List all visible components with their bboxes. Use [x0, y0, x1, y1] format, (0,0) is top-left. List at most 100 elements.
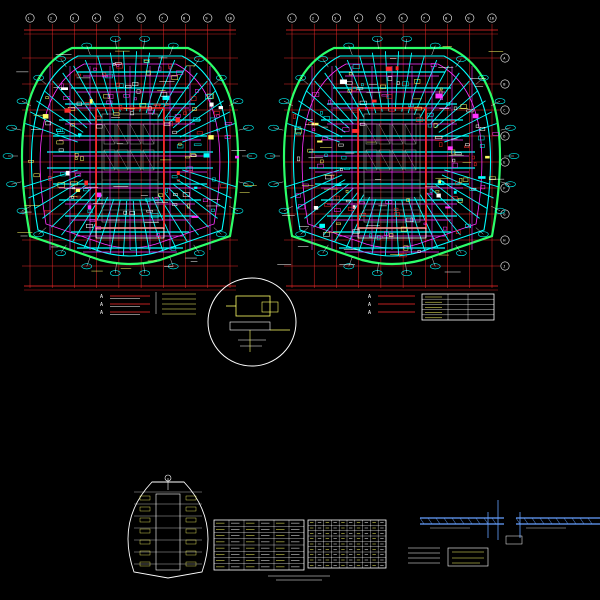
diffuser	[345, 190, 349, 193]
branch-duct	[145, 198, 164, 252]
diffuser	[307, 148, 314, 153]
shaft-cross	[391, 149, 404, 171]
shaft-cross	[378, 149, 391, 171]
section-hatch	[547, 517, 553, 525]
schedule-table-small	[421, 293, 495, 321]
elevator-shaft	[129, 123, 142, 145]
core-lobby	[95, 227, 165, 239]
grid-bubble-label: F	[503, 186, 505, 190]
diffuser	[465, 223, 471, 229]
diffuser	[130, 247, 137, 251]
diffuser	[75, 188, 81, 192]
diffuser	[395, 66, 399, 71]
branch-duct	[384, 51, 390, 112]
leader-line	[21, 206, 31, 212]
elevator-shaft	[378, 149, 391, 171]
diffuser	[84, 180, 89, 186]
branch-duct	[290, 174, 343, 199]
grid-bubble-label: 10	[228, 17, 232, 21]
diffuser	[406, 198, 410, 202]
grid-bubble	[114, 13, 124, 23]
leader-line	[283, 206, 293, 212]
diffuser	[74, 157, 78, 160]
elevator-shaft	[116, 149, 129, 171]
grid-bubble-label: 8	[445, 17, 447, 21]
diffuser	[480, 185, 486, 190]
grid-bubble	[500, 131, 510, 141]
equipment-tag	[505, 124, 516, 131]
diffuser	[84, 102, 91, 106]
diffuser	[58, 148, 64, 152]
key-plan-tag	[139, 495, 151, 501]
diffuser	[95, 124, 103, 129]
diffuser	[324, 203, 331, 207]
branch-duct	[371, 52, 383, 112]
diffuser	[213, 111, 220, 116]
grid-bubble-label: 10	[490, 17, 494, 21]
equipment-tag	[33, 231, 44, 238]
shaft-cross	[378, 123, 391, 145]
schedule-table-1	[213, 519, 330, 581]
branch-duct	[96, 198, 115, 252]
grid-bubble-label: 5	[378, 17, 380, 21]
callout-circle	[207, 277, 297, 367]
branch-duct	[36, 100, 84, 133]
diffuser	[433, 123, 438, 128]
diffuser	[123, 94, 130, 98]
shaft-cross	[365, 149, 378, 171]
diffuser	[427, 192, 433, 196]
diffuser	[145, 197, 151, 202]
diffuser	[189, 170, 193, 173]
key-plan-core	[155, 493, 181, 571]
diffuser	[471, 187, 477, 191]
legend-marker: A	[100, 310, 103, 316]
diffuser	[317, 140, 323, 143]
key-plan-tag	[185, 550, 197, 556]
elevator-shaft	[391, 123, 404, 145]
leader-line	[169, 256, 174, 267]
equipment-tag	[268, 124, 279, 131]
diffuser	[439, 142, 443, 147]
leader-line	[238, 127, 249, 131]
diffuser	[210, 117, 216, 122]
key-plan-tag	[185, 539, 197, 545]
diffuser	[176, 171, 180, 175]
diffuser	[143, 58, 150, 63]
grid-bubble-label: 4	[356, 17, 358, 21]
diffuser	[70, 123, 75, 127]
elevator-shaft	[103, 123, 116, 145]
diffuser	[235, 155, 239, 159]
diffuser	[178, 142, 182, 146]
diffuser	[294, 128, 302, 134]
key-plan-tag	[185, 561, 197, 567]
branch-duct	[444, 169, 499, 188]
leader-line	[431, 256, 436, 267]
diffuser	[103, 94, 110, 99]
diffuser	[165, 188, 168, 193]
diffuser	[107, 94, 114, 99]
diffuser	[193, 143, 202, 146]
diffuser	[97, 192, 102, 198]
grid-bubble-label: 7	[161, 17, 163, 21]
diffuser	[158, 193, 164, 197]
section-hatch	[443, 517, 449, 525]
diffuser	[415, 117, 423, 122]
diffuser	[319, 223, 325, 228]
grid-bubble-label: 1	[290, 17, 292, 21]
diffuser	[162, 95, 170, 101]
equipment-tag	[16, 207, 28, 214]
diffuser	[408, 104, 414, 108]
diffuser	[218, 106, 224, 110]
diffuser	[459, 178, 463, 183]
elevator-shaft	[391, 149, 404, 171]
diffuser	[60, 171, 66, 177]
diffuser	[447, 146, 453, 151]
diffuser	[65, 170, 70, 176]
diffuser	[469, 188, 477, 191]
grid-bubble	[500, 235, 510, 245]
diffuser	[436, 193, 441, 198]
shaft-cross	[116, 123, 129, 145]
diffuser	[129, 211, 135, 216]
elevator-shaft	[365, 123, 378, 145]
diffuser	[473, 162, 477, 167]
